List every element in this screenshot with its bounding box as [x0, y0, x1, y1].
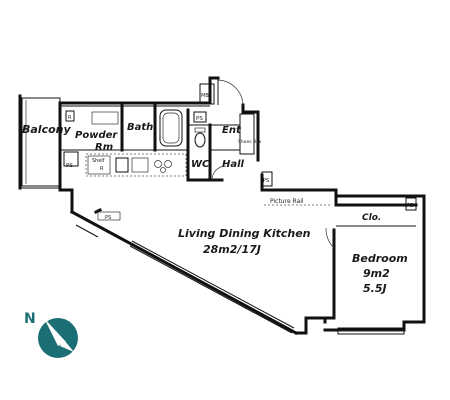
- powder-label-line2: Rm: [95, 142, 113, 153]
- shelf-label: Shelf: [92, 158, 105, 164]
- hall-area: Hall PS: [211, 159, 273, 187]
- shoes-box-label: Shoes Box: [238, 139, 262, 145]
- bath-label: Bath: [127, 122, 153, 133]
- balcony-label: Balcony: [22, 123, 71, 136]
- window-diagonal: [75, 224, 295, 334]
- compass-north-label: N: [24, 311, 36, 327]
- powder-room: R Powder Rm PS: [63, 110, 118, 169]
- mb-label: MB: [201, 93, 209, 99]
- compass-needle-icon: [44, 318, 66, 346]
- ldk-size-label: 28m2/17J: [203, 243, 261, 256]
- picture-rail-label: Picture Rail: [270, 198, 304, 205]
- bedroom: PS Clo. Bedroom 9m2 5.5J: [318, 194, 418, 320]
- north-compass: N: [24, 311, 78, 358]
- powder-label-line1: Powder: [75, 130, 118, 141]
- interior-walls: [58, 101, 240, 182]
- r-label-kitchen: R: [100, 166, 104, 172]
- ps-label-bedroom: PS: [407, 203, 413, 209]
- ps-label-powder: PS: [66, 163, 73, 169]
- entrance-area: MB Ent Shoes Box: [199, 78, 262, 155]
- bedroom-m2-label: 9m2: [363, 267, 390, 280]
- bedroom-j-label: 5.5J: [363, 282, 387, 295]
- kitchen-counter: Shelf R: [85, 153, 187, 177]
- ldk-name-label: Living Dining Kitchen: [178, 227, 311, 240]
- wc-label: WC: [191, 159, 210, 170]
- wc-room: WC PS: [191, 111, 210, 170]
- r-label-powder: R: [68, 115, 72, 121]
- bath-room: Bath: [127, 109, 183, 147]
- living-dining-kitchen: PS Picture Rail Living Dining Kitchen 28…: [97, 198, 330, 256]
- bedroom-name-label: Bedroom: [352, 252, 408, 265]
- closet-label: Clo.: [362, 213, 381, 223]
- bedroom-window: [337, 327, 405, 335]
- entrance-label: Ent: [222, 125, 242, 136]
- ps-label-wc: PS: [196, 116, 203, 122]
- hall-label: Hall: [222, 159, 245, 170]
- balcony-area: Balcony: [18, 94, 71, 190]
- ps-label-hall: PS: [263, 178, 269, 184]
- ps-label-ldk: PS: [105, 215, 111, 221]
